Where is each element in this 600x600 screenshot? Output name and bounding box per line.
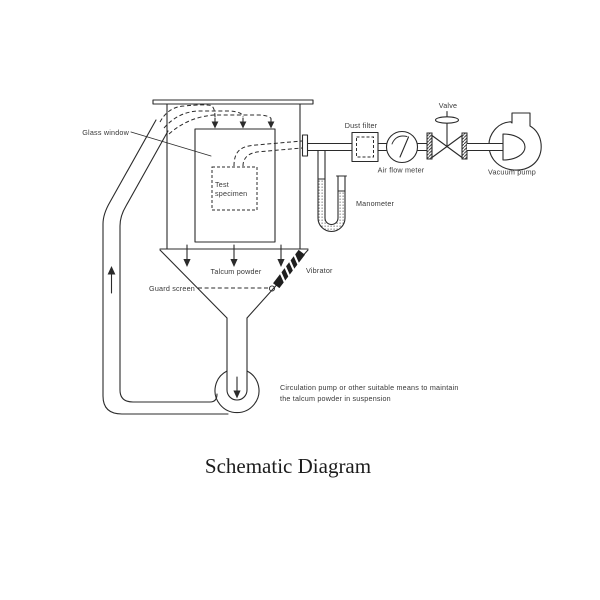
- pipe-meter-to-valve: [416, 142, 428, 152]
- manometer-u-bend: [317, 217, 346, 233]
- valve-flange-left: [426, 132, 433, 160]
- air-flow-meter-dial: [385, 130, 419, 164]
- vibrator-label: Vibrator: [306, 266, 333, 275]
- vibrator: Vibrator: [268, 249, 333, 292]
- circulation-pump-label-line2: the talcum powder in suspension: [280, 394, 391, 403]
- glass-window: Glass window: [82, 128, 212, 157]
- diagram-title: Schematic Diagram: [205, 454, 371, 478]
- vibrator-mount: [268, 285, 276, 292]
- test-specimen-label-line2: specimen: [215, 189, 247, 198]
- pipe-interior-mask: [467, 143, 504, 151]
- manometer-label: Manometer: [356, 199, 395, 208]
- hopper: Talcum powder Guard screen: [149, 244, 309, 401]
- glass-window-label: Glass window: [82, 128, 129, 137]
- valve-label: Valve: [439, 101, 457, 110]
- specimen-sampling-tube-2: [242, 147, 303, 167]
- inlet-arrows: [211, 117, 275, 129]
- air-flow-meter-needle: [399, 136, 410, 158]
- circulation-pump: Circulation pump or other suitable means…: [214, 370, 459, 414]
- circulation-loop-pipe: [102, 119, 229, 415]
- dust-chamber: [152, 99, 314, 250]
- loop-pipe-inner: [119, 130, 218, 403]
- header-duct-1: [159, 104, 216, 123]
- vibrator-body: [273, 249, 305, 289]
- glass-window-frame: [194, 128, 276, 243]
- neck-flow-down-arrow: [233, 390, 241, 399]
- valve: Valve: [426, 101, 468, 160]
- loop-flow-up-arrow: [107, 266, 116, 275]
- glass-window-leader-line: [130, 131, 212, 157]
- air-flow-meter-scale: [391, 135, 408, 145]
- chamber-walls: [166, 103, 301, 250]
- specimen-sampling-tube-1: [233, 140, 303, 167]
- powder-fall-arrows: [183, 244, 285, 267]
- manometer-legs: [317, 149, 346, 219]
- air-flow-meter: Air flow meter: [378, 130, 425, 175]
- chamber-lid: [152, 99, 314, 105]
- test-specimen-box: [211, 166, 258, 211]
- header-duct-2: [163, 110, 244, 129]
- air-flow-meter-label: Air flow meter: [378, 166, 425, 175]
- circulation-pump-housing: [214, 370, 260, 414]
- valve-handle: [434, 116, 460, 124]
- pipe-valve-to-pump: [466, 142, 505, 152]
- dust-filter: Dust filter: [345, 121, 379, 163]
- test-specimen-label-line1: Test: [215, 180, 229, 189]
- circulation-pump-label-line1: Circulation pump or other suitable means…: [280, 383, 459, 392]
- loop-pipe-outer: [102, 119, 229, 415]
- air-line: Manometer Dust filter Air flow meter Val…: [301, 101, 542, 233]
- hopper-neck-tube: [226, 317, 248, 401]
- vacuum-pump: Vacuum pump: [466, 112, 542, 177]
- pipe-flange-to-filter: [306, 142, 353, 152]
- manometer: Manometer: [317, 149, 395, 233]
- vacuum-pump-volute: [488, 112, 542, 171]
- manometer-liquid-left: [318, 179, 325, 218]
- vacuum-pump-label: Vacuum pump: [488, 168, 536, 177]
- dust-filter-element: [356, 136, 374, 158]
- powder-distribution-header: [159, 104, 275, 135]
- manometer-meniscus-marks: [317, 175, 347, 192]
- pipe-filter-to-meter: [377, 142, 388, 152]
- dust-filter-label: Dust filter: [345, 121, 378, 130]
- vacuum-pump-inlet-dome: [502, 133, 526, 161]
- valve-flange-right: [461, 132, 468, 160]
- test-specimen: Test specimen: [211, 140, 303, 211]
- manometer-liquid-right: [338, 191, 345, 218]
- wall-flange: [301, 134, 309, 157]
- guard-screen-label: Guard screen: [149, 284, 195, 293]
- talcum-powder-label: Talcum powder: [211, 267, 262, 276]
- header-duct-3: [168, 114, 272, 135]
